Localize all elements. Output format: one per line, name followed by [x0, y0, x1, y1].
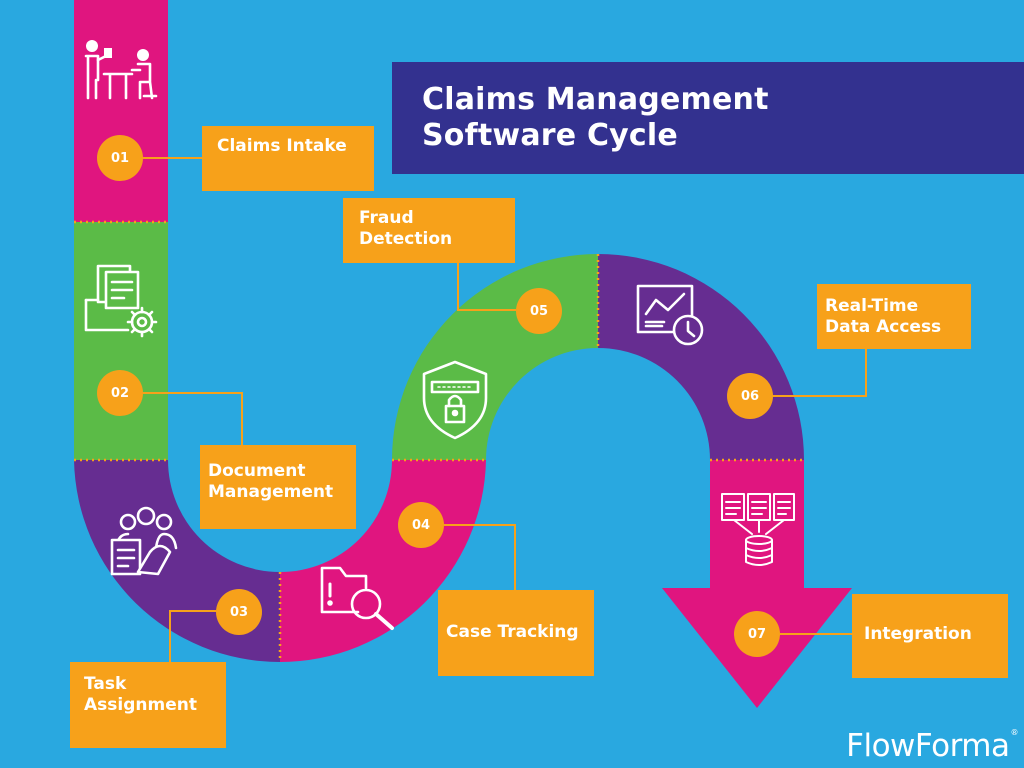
segment-claims-intake	[74, 0, 168, 222]
team-task-icon	[110, 506, 178, 576]
step-label-text: Real-Time	[825, 296, 919, 316]
shield-lock-icon	[422, 360, 488, 440]
step-label-text: Integration	[864, 624, 972, 644]
brand-registered-mark: ®	[1010, 728, 1019, 737]
brand-name: FlowForma	[846, 728, 1010, 764]
documents-gear-icon	[84, 264, 158, 338]
step-number-02: 02	[97, 370, 143, 416]
connector-04	[444, 524, 516, 590]
connector-lines	[142, 157, 867, 662]
step-label-integration: Integration	[852, 594, 1008, 678]
step-label-text: Document	[208, 461, 306, 481]
connector-05	[457, 263, 516, 311]
step-label-text: Claims Intake	[217, 136, 347, 156]
chart-clock-icon	[636, 284, 704, 346]
step-label-text: Data Access	[825, 317, 942, 337]
people-desk-icon	[84, 40, 158, 100]
step-number-01: 01	[97, 135, 143, 181]
step-number-03: 03	[216, 589, 262, 635]
step-number-04: 04	[398, 502, 444, 548]
flowforma-logo: FlowForma®	[846, 728, 1018, 764]
step-number-06: 06	[727, 373, 773, 419]
segment-dividers	[74, 220, 804, 662]
step-label-text: Assignment	[84, 695, 197, 715]
step-label-case-tracking: Case Tracking	[438, 590, 594, 676]
step-label-text: Fraud	[359, 208, 414, 228]
segment-integration-arrow	[662, 460, 852, 708]
step-label-claims-intake: Claims Intake	[202, 126, 374, 191]
segment-document-management	[74, 222, 168, 460]
title-line-1: Claims Management	[422, 82, 769, 117]
step-label-text: Case Tracking	[446, 622, 579, 642]
step-label-fraud-detection: Fraud Detection	[343, 198, 515, 263]
step-label-task-assignment: Task Assignment	[70, 662, 226, 748]
folder-search-icon	[320, 566, 394, 630]
connector-06	[772, 349, 867, 397]
step-label-realtime-data-access: Real-Time Data Access	[817, 284, 971, 349]
connector-02	[142, 392, 243, 445]
step-label-text: Detection	[359, 229, 453, 249]
database-docs-icon	[721, 493, 795, 566]
connector-03	[169, 610, 216, 662]
title-line-2: Software Cycle	[422, 118, 678, 153]
step-number-07: 07	[734, 611, 780, 657]
title-banner: Claims Management Software Cycle	[392, 62, 1024, 174]
step-label-document-management: Document Management	[200, 445, 356, 529]
step-label-text: Task	[84, 674, 127, 694]
step-label-text: Management	[208, 482, 334, 502]
segment-fraud-detection	[392, 254, 598, 460]
segment-realtime-data	[598, 254, 804, 460]
step-number-05: 05	[516, 288, 562, 334]
